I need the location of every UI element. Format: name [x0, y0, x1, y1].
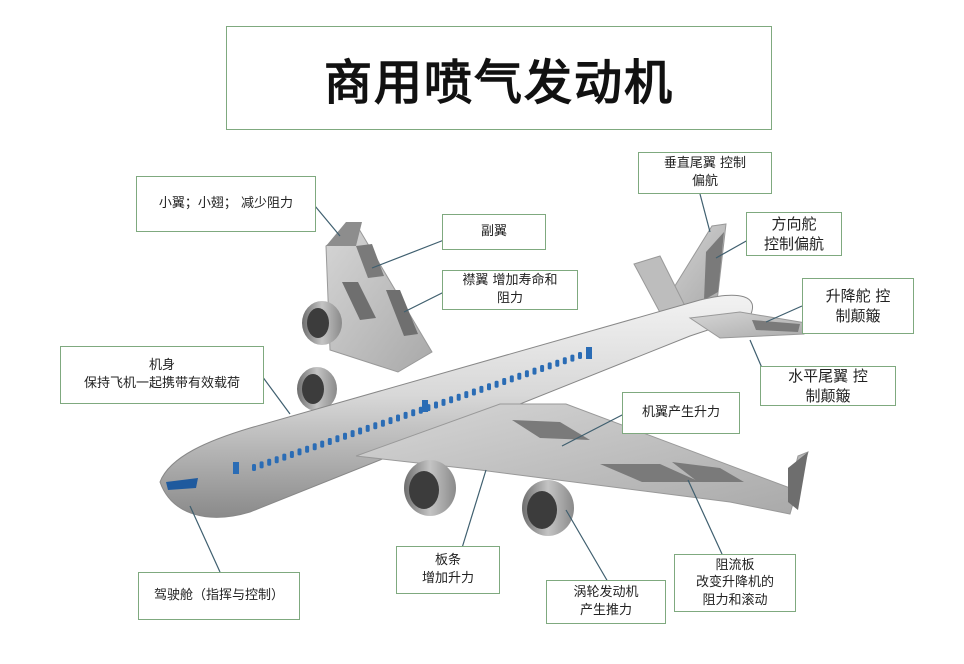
spoiler-panel-2 [672, 462, 744, 482]
leader-turbine-engine [565, 509, 609, 583]
label-spoiler: 阻流板 改变升降机的 阻力和滚动 [674, 554, 796, 612]
leader-elevator [765, 305, 803, 323]
label-aileron: 副翼 [442, 214, 546, 250]
passenger-window [305, 445, 310, 453]
passenger-window [343, 432, 347, 440]
label-rudder: 方向舵 控制偏航 [746, 212, 842, 256]
leader-horizontal-stabilizer [749, 339, 763, 369]
passenger-window [524, 370, 529, 378]
elevator-panel [752, 320, 800, 332]
far-aileron-panel [356, 244, 384, 278]
passenger-window [380, 419, 385, 427]
passenger-window [509, 375, 514, 383]
passenger-window [449, 396, 454, 404]
leader-spoiler [687, 479, 723, 555]
passenger-window [365, 424, 370, 432]
far-wing [325, 223, 433, 373]
passenger-window [259, 461, 264, 469]
passenger-window [555, 359, 560, 367]
passenger-window [487, 383, 491, 391]
wing-panel [512, 420, 590, 440]
far-flap-panel-2 [386, 290, 418, 336]
passenger-window [335, 435, 340, 443]
passenger-window [289, 451, 294, 458]
passenger-window [252, 464, 256, 471]
label-vertical-stabilizer: 垂直尾翼 控制 偏航 [638, 152, 772, 194]
passenger-window [547, 362, 552, 370]
leader-vertical-stabilizer [699, 193, 711, 233]
passenger-window [471, 388, 476, 396]
near-wing [355, 403, 809, 515]
passenger-window [494, 380, 499, 388]
passenger-window [373, 422, 378, 430]
passenger-window [396, 414, 400, 422]
label-horizontal-stabilizer: 水平尾翼 控 制颠簸 [760, 366, 896, 406]
passenger-window [312, 443, 317, 451]
passenger-window [274, 456, 279, 464]
passenger-window [570, 354, 575, 362]
far-winglet [326, 222, 362, 246]
window-row [252, 352, 582, 471]
leader-aileron [371, 239, 445, 269]
passenger-window [350, 430, 355, 438]
leader-wing [561, 413, 625, 447]
passenger-window [388, 417, 393, 425]
wing-winglet [788, 452, 808, 510]
passenger-window [502, 378, 507, 385]
cockpit-windows [166, 478, 198, 490]
label-flap: 襟翼 增加寿命和 阻力 [442, 270, 578, 310]
passenger-window [540, 365, 545, 372]
leader-flap [403, 291, 445, 313]
passenger-window [403, 411, 408, 419]
spoiler-panel [600, 464, 700, 482]
fuselage [159, 294, 753, 518]
far-flap-panel [342, 282, 376, 320]
passenger-window [297, 448, 302, 456]
leader-winglet [314, 205, 341, 237]
label-elevator: 升降舵 控 制颠簸 [802, 278, 914, 334]
passenger-window [282, 453, 287, 461]
label-cockpit: 驾驶舱（指挥与控制） [138, 572, 300, 620]
label-winglet: 小翼；小翅； 减少阻力 [136, 176, 316, 232]
label-fuselage: 机身 保持飞机一起携带有效载荷 [60, 346, 264, 404]
label-wing: 机翼产生升力 [622, 392, 740, 434]
rudder-panel [704, 232, 724, 300]
passenger-window [267, 458, 272, 466]
passenger-window [411, 409, 416, 417]
passenger-window [479, 385, 484, 393]
passenger-window [578, 352, 582, 359]
passenger-window [562, 357, 567, 365]
label-slat: 板条 增加升力 [396, 546, 500, 594]
passenger-window [327, 438, 332, 445]
passenger-window [434, 401, 438, 409]
passenger-window [456, 393, 461, 401]
diagram-title: 商用喷气发动机 [323, 55, 674, 111]
leader-lines [189, 193, 803, 583]
label-turbine-engine: 涡轮发动机 产生推力 [546, 580, 666, 624]
leader-rudder [715, 239, 749, 259]
passenger-window [532, 367, 537, 375]
passenger-window [418, 406, 423, 414]
leader-slat [461, 469, 487, 549]
passenger-window [517, 372, 522, 380]
passenger-window [320, 440, 325, 448]
title-box: 商用喷气发动机 [226, 26, 772, 130]
passenger-window [358, 427, 363, 435]
leader-fuselage [261, 375, 291, 415]
passenger-window [464, 391, 469, 399]
leader-cockpit [189, 505, 221, 573]
passenger-window [441, 398, 446, 406]
